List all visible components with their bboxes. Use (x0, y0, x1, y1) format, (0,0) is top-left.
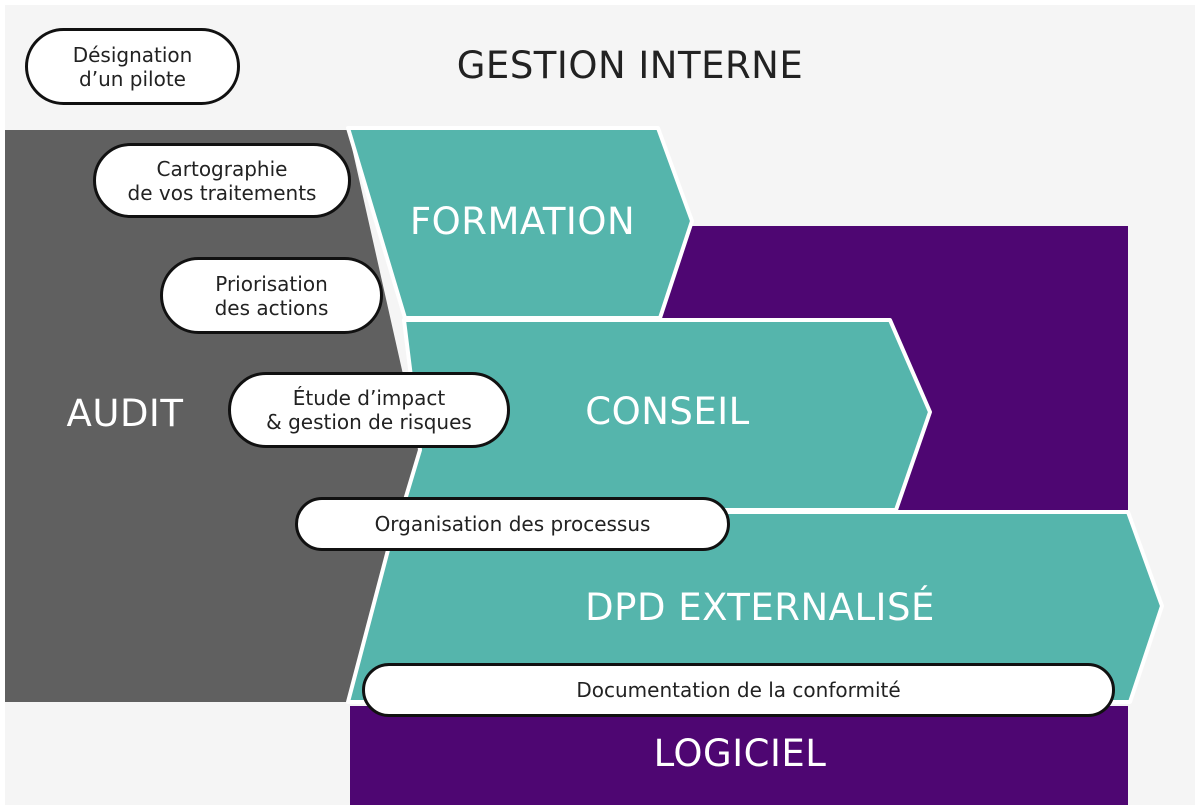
pill-priorisation: Priorisation des actions (160, 257, 383, 334)
gestion-interne-title: GESTION INTERNE (456, 43, 804, 87)
pill-cartographie-line2: de vos traitements (127, 180, 317, 205)
pill-documentation: Documentation de la conformité (362, 663, 1115, 717)
logiciel-title: LOGICIEL (653, 731, 827, 775)
pill-cartographie-line1: Cartographie (156, 156, 288, 181)
dpd-chevron (346, 510, 1164, 704)
logiciel-block (350, 706, 1128, 805)
pill-cartographie: Cartographie de vos traitements (93, 143, 351, 218)
pill-documentation-line1: Documentation de la conformité (576, 678, 901, 702)
pill-designation: Désignation d’un pilote (25, 28, 240, 105)
formation-chevron (346, 126, 694, 320)
pill-organisation: Organisation des processus (295, 497, 730, 551)
pill-priorisation-line2: des actions (214, 295, 329, 320)
pill-etude-impact: Étude d’impact & gestion de risques (228, 372, 510, 448)
pill-etude-line2: & gestion de risques (266, 410, 472, 434)
pill-etude-line1: Étude d’impact (292, 386, 446, 410)
pill-designation-line1: Désignation (72, 42, 193, 67)
pill-priorisation-line1: Priorisation (215, 271, 328, 296)
pill-designation-line2: d’un pilote (79, 66, 186, 91)
pill-organisation-line1: Organisation des processus (374, 512, 651, 536)
formation-title: FORMATION (409, 199, 636, 243)
conseil-title: CONSEIL (585, 389, 750, 433)
dpd-externalise-title: DPD EXTERNALISÉ (585, 585, 935, 629)
audit-title: AUDIT (66, 391, 184, 435)
